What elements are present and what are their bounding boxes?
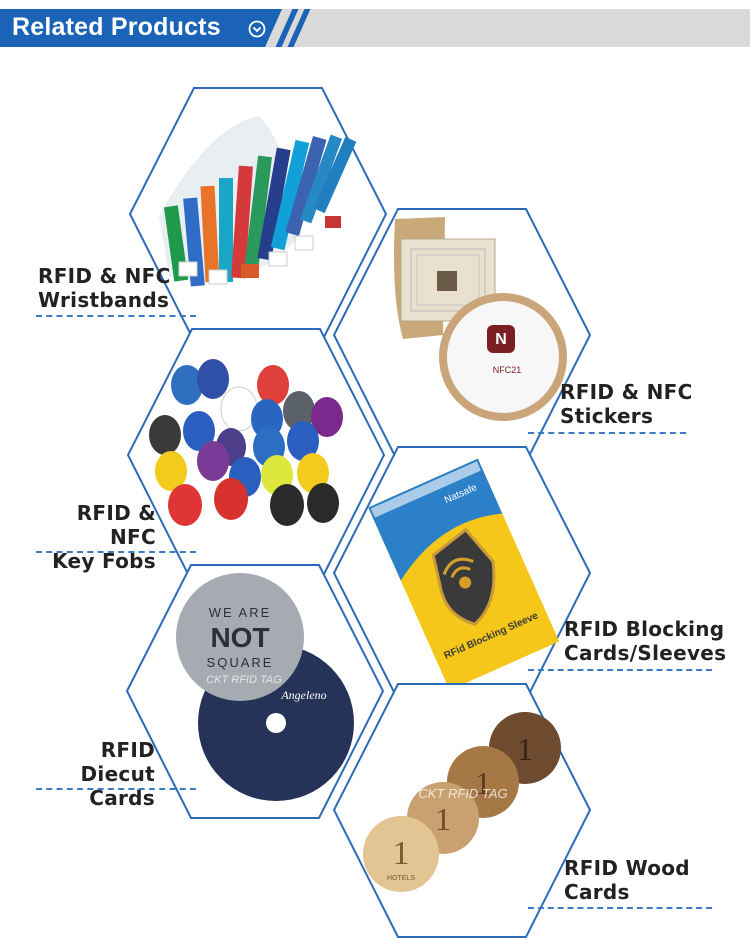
product-label-wood-cards[interactable]: RFID Wood Cards [564, 856, 690, 904]
banner-accent [0, 9, 282, 47]
wood-cards-image: 1 1 1 1 HOTELS CKT RFID TAG [332, 683, 592, 938]
diecut-line1: WE ARE [209, 605, 272, 620]
diecut-line2: NOT [210, 622, 269, 653]
key-fobs-image [126, 328, 386, 583]
dashed-divider [36, 788, 196, 790]
label-line: Cards/Sleeves [564, 641, 727, 665]
label-line: Cards [564, 880, 630, 904]
stickers-image: N NFC21 [332, 208, 592, 463]
label-line: Wristbands [38, 288, 170, 312]
product-label-wristbands[interactable]: RFID & NFC Wristbands [38, 264, 171, 312]
label-line: RFID Wood [564, 856, 690, 880]
diecut-line3: SQUARE [207, 655, 274, 670]
product-tile-stickers[interactable]: N NFC21 [332, 207, 592, 464]
product-tile-wood-cards[interactable]: 1 1 1 1 HOTELS CKT RFID TAG [332, 682, 592, 939]
dashed-divider [36, 551, 196, 553]
chevron-down-circle-icon[interactable] [248, 20, 266, 38]
wood-mark: 1 [517, 731, 533, 767]
wood-sub: HOTELS [387, 875, 415, 882]
product-tile-blocking-sleeves[interactable]: Natsafe RFid Blocking Sleeve [332, 445, 592, 702]
dashed-divider [36, 315, 196, 317]
dashed-divider [528, 432, 686, 434]
wood-mark: 1 [475, 765, 491, 801]
label-line: Cards [89, 786, 155, 810]
product-tile-wristbands[interactable] [128, 86, 388, 343]
product-label-diecut[interactable]: RFID Diecut Cards [34, 738, 155, 810]
label-line: Stickers [560, 404, 654, 428]
dashed-divider [528, 669, 712, 671]
wristbands-image [128, 87, 388, 342]
label-line: RFID & NFC [560, 380, 693, 404]
product-tile-key-fobs[interactable] [126, 327, 386, 584]
product-label-stickers[interactable]: RFID & NFC Stickers [560, 380, 693, 428]
label-line: Key Fobs [52, 549, 156, 573]
section-title: Related Products [12, 13, 221, 41]
label-line: RFID Blocking [564, 617, 725, 641]
blocking-sleeve-image: Natsafe RFid Blocking Sleeve [332, 446, 592, 701]
wood-mark: 1 [393, 835, 410, 872]
related-products-banner: Related Products [0, 9, 750, 47]
diecut-brand: Angeleno [280, 688, 326, 702]
product-label-blocking-sleeves[interactable]: RFID Blocking Cards/Sleeves [564, 617, 726, 665]
wood-watermark: CKT RFID TAG [418, 786, 507, 801]
label-line: RFID & NFC [38, 264, 171, 288]
product-label-key-fobs[interactable]: RFID & NFC Key Fobs [36, 501, 156, 573]
chip-text: NFC21 [493, 365, 522, 375]
diecut-watermark: CKT RFID TAG [206, 674, 282, 686]
wood-mark: 1 [435, 801, 451, 837]
product-tile-diecut[interactable]: Angeleno WE ARE NOT SQUARE CKT RFID TAG [125, 563, 385, 820]
svg-text:N: N [495, 331, 507, 348]
label-line: RFID & NFC [76, 501, 156, 549]
dashed-divider [528, 907, 712, 909]
label-line: RFID Diecut [80, 738, 155, 786]
diecut-image: Angeleno WE ARE NOT SQUARE CKT RFID TAG [125, 564, 385, 819]
